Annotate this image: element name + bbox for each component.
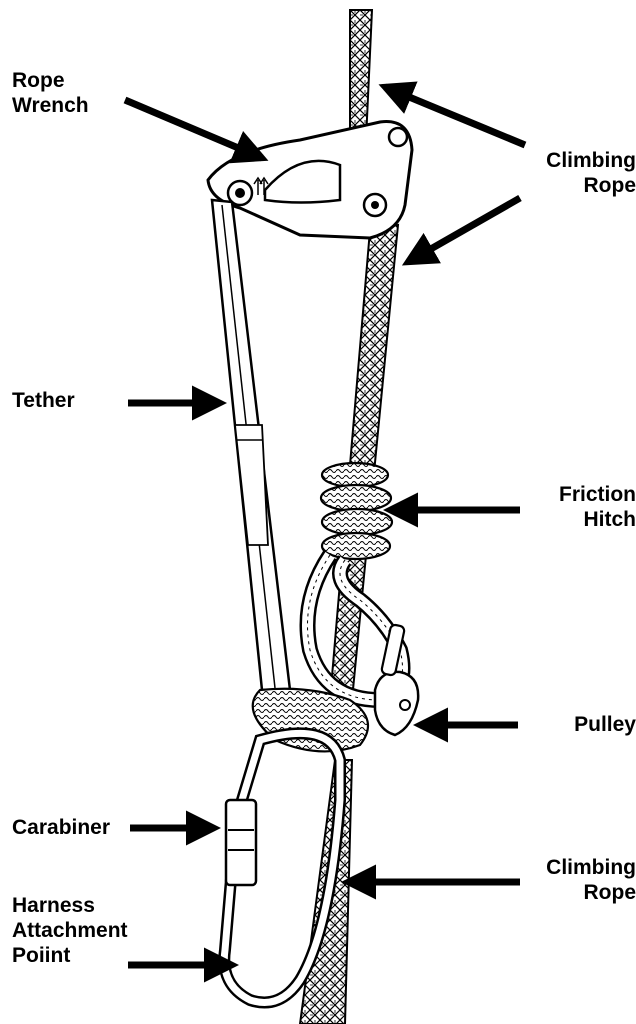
climbing-rope-top-arrow-2 (408, 198, 520, 262)
label-friction-hitch: Friction Hitch (559, 482, 636, 532)
tether (212, 200, 290, 690)
label-tether: Tether (12, 388, 75, 413)
label-rope-wrench: Rope Wrench (12, 68, 89, 118)
label-climbing-rope-bottom: Climbing Rope (546, 855, 636, 905)
label-pulley: Pulley (574, 712, 636, 737)
label-climbing-rope-top: Climbing Rope (546, 148, 636, 198)
rope-wrench-arrow (125, 100, 262, 158)
label-carabiner: Carabiner (12, 815, 110, 840)
rope-wrench (208, 122, 412, 238)
pulley (375, 624, 418, 735)
label-harness-attachment-point: Harness Attachment Poiint (12, 893, 128, 968)
